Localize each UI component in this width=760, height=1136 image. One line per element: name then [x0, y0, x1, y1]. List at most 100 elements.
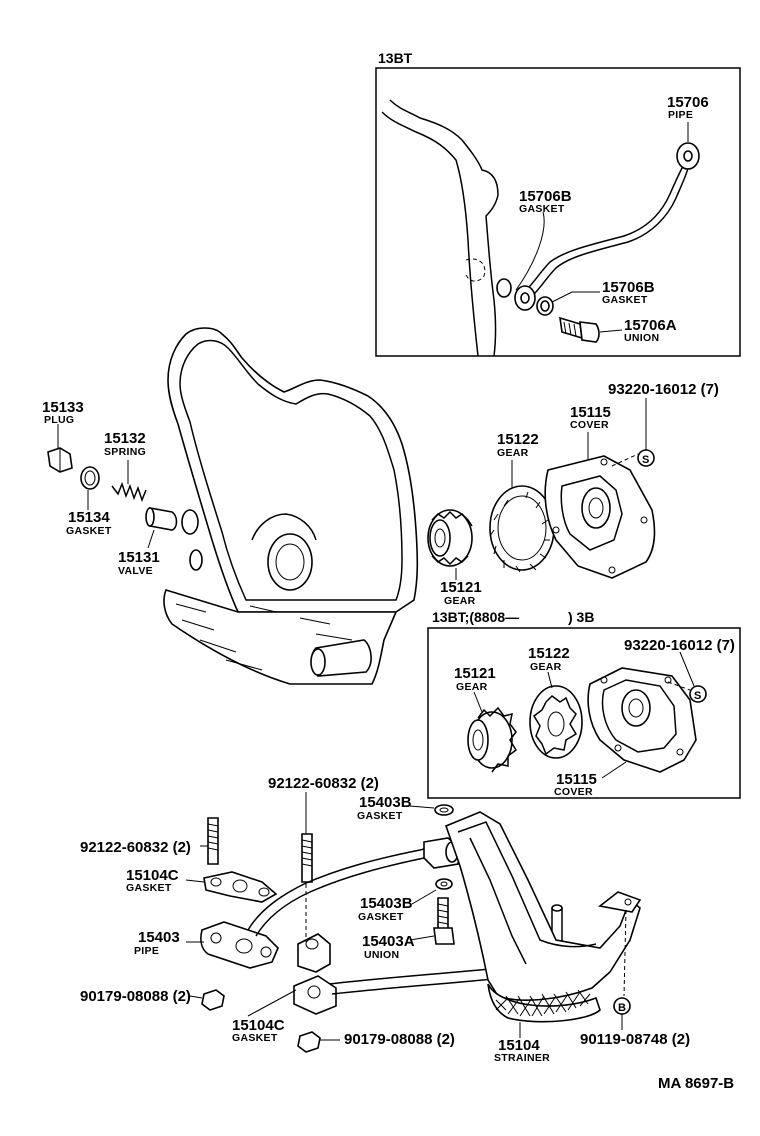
leader-15403b-1 — [409, 805, 435, 809]
union-bolt-15403a — [433, 897, 455, 945]
label-15131-name: VALVE — [118, 565, 153, 577]
pump-bore-inner — [275, 543, 305, 581]
marker-s1-letter: S — [642, 454, 649, 466]
label-15104c-1-number: 15104C — [126, 867, 179, 884]
label-90119: 90119-08748 (2) — [580, 1031, 690, 1048]
oil-pipe-15403-upper-b — [255, 855, 437, 937]
housing-boss-end — [310, 648, 326, 676]
inset-3b-frame — [427, 627, 741, 799]
label-15104c-1-name: GASKET — [126, 882, 172, 894]
label-15706a-name: UNION — [624, 332, 659, 344]
tube-end — [551, 904, 563, 912]
inset-housing-port — [496, 278, 512, 298]
label-90179-2: 90179-08088 (2) — [344, 1031, 455, 1048]
label-15122-a-number: 15122 — [497, 431, 539, 448]
stud-92122-left — [207, 817, 219, 865]
inset-gear-15121 — [467, 706, 517, 773]
label-15121-b-number: 15121 — [454, 665, 496, 682]
inset-3b-title-suffix: ) 3B — [568, 609, 594, 625]
label-15122-b-name: GEAR — [530, 661, 562, 673]
relief-valve-group: 15133 PLUG 15132 SPRING 15134 GASKET 151… — [42, 399, 178, 577]
spring-15132 — [111, 481, 147, 503]
housing-edge-inset — [389, 99, 499, 357]
marker-s2 — [689, 685, 707, 703]
housing-port-left — [189, 549, 203, 571]
inset-13bt-title: 13BT — [378, 50, 413, 66]
gasket-15403b-upper-hole — [439, 807, 449, 813]
label-15133-number: 15133 — [42, 399, 84, 416]
oil-port-hidden — [465, 258, 486, 282]
pump-bore — [267, 533, 313, 591]
pipe-flange-15403 — [200, 921, 279, 969]
leader-15104c-2 — [247, 989, 297, 1017]
oil-strainer-15104 — [444, 811, 642, 1023]
oil-pipe-15403-upper — [247, 845, 437, 931]
label-15132-name: SPRING — [104, 446, 146, 458]
leader-15131 — [147, 529, 155, 549]
label-15403a-number: 15403A — [362, 933, 415, 950]
housing-edge-inset-inner — [381, 111, 479, 357]
label-15115-b-name: COVER — [554, 786, 593, 798]
pipe-lower-flange — [293, 933, 337, 1015]
label-15121-a-number: 15121 — [440, 579, 482, 596]
label-15121-b-name: GEAR — [456, 681, 488, 693]
stud-92122-top — [301, 833, 313, 883]
plug-15133 — [47, 447, 73, 473]
label-15115-a-number: 15115 — [570, 404, 611, 421]
valve-15131 — [145, 507, 178, 531]
gasket-15134 — [80, 466, 100, 490]
leader-15104c-1 — [185, 879, 205, 883]
pipe-banjo-top-hole — [683, 150, 693, 162]
label-15131-number: 15131 — [118, 549, 160, 566]
driven-gear-15122 — [489, 485, 555, 573]
leader-90179-1 — [189, 995, 203, 999]
inset-3b: 13BT;(8808— ) 3B S 93 — [427, 609, 741, 799]
inset-cover-15115 — [587, 667, 697, 773]
bolt-line-b — [623, 909, 627, 997]
label-15121-a-name: GEAR — [444, 595, 476, 607]
oil-pump-main: S 93220-16012 (7) 15115 COVER 15122 GEAR… — [427, 381, 719, 607]
label-15706b-2-number: 15706B — [602, 279, 655, 296]
label-15403b-1-number: 15403B — [359, 794, 412, 811]
drive-gear-15121 — [427, 509, 473, 567]
pipe-banjo-bottom-hole — [520, 292, 530, 304]
timing-cover-housing — [163, 327, 419, 685]
label-90179-1: 90179-08088 (2) — [80, 988, 191, 1005]
inset-gear-15122 — [529, 685, 583, 759]
label-93220-b: 93220-16012 (7) — [624, 637, 735, 654]
gasket-15403b-upper — [434, 804, 454, 816]
gasket-15706b-ring-hole — [540, 300, 550, 312]
leader-15706b-1 — [515, 211, 545, 291]
label-15403b-2-name: GASKET — [358, 911, 404, 923]
gasket-15403b-lower-hole — [440, 881, 448, 887]
oil-pipe-15706-b — [527, 167, 689, 301]
leader-15115-b — [601, 761, 627, 779]
bolt-90179-upper — [201, 989, 225, 1011]
strainer-assembly: B 92122-60832 (2) 92122-60832 (2) 15403B… — [80, 775, 690, 1064]
inset-13bt-frame — [375, 67, 741, 357]
leader-15122-b — [547, 671, 553, 689]
label-15115-a-name: COVER — [570, 419, 609, 431]
pipe-banjo-fitting — [423, 837, 461, 869]
label-93220-a: 93220-16012 (7) — [608, 381, 719, 398]
label-15706b-1-number: 15706B — [519, 188, 572, 205]
label-15122-a-name: GEAR — [497, 447, 529, 459]
label-92122-top: 92122-60832 (2) — [268, 775, 379, 792]
label-15706b-1-name: GASKET — [519, 203, 565, 215]
label-15403b-2-number: 15403B — [360, 895, 413, 912]
pump-cover-15115 — [544, 455, 656, 579]
gasket-15104c-upper — [203, 871, 278, 903]
bolt-90179-lower — [297, 1031, 321, 1053]
label-15403-number: 15403 — [138, 929, 180, 946]
label-15403a-name: UNION — [364, 949, 399, 961]
label-15134-name: GASKET — [66, 525, 112, 537]
label-15706-name: PIPE — [668, 109, 693, 121]
diagram-code: MA 8697-B — [658, 1075, 734, 1092]
leader-15121-b — [473, 691, 483, 713]
screw-line-s1 — [611, 453, 639, 467]
oil-pipe-15706 — [521, 163, 685, 295]
label-15706a-number: 15706A — [624, 317, 677, 334]
label-92122-left: 92122-60832 (2) — [80, 839, 191, 856]
leader-15706b-2 — [551, 291, 600, 303]
